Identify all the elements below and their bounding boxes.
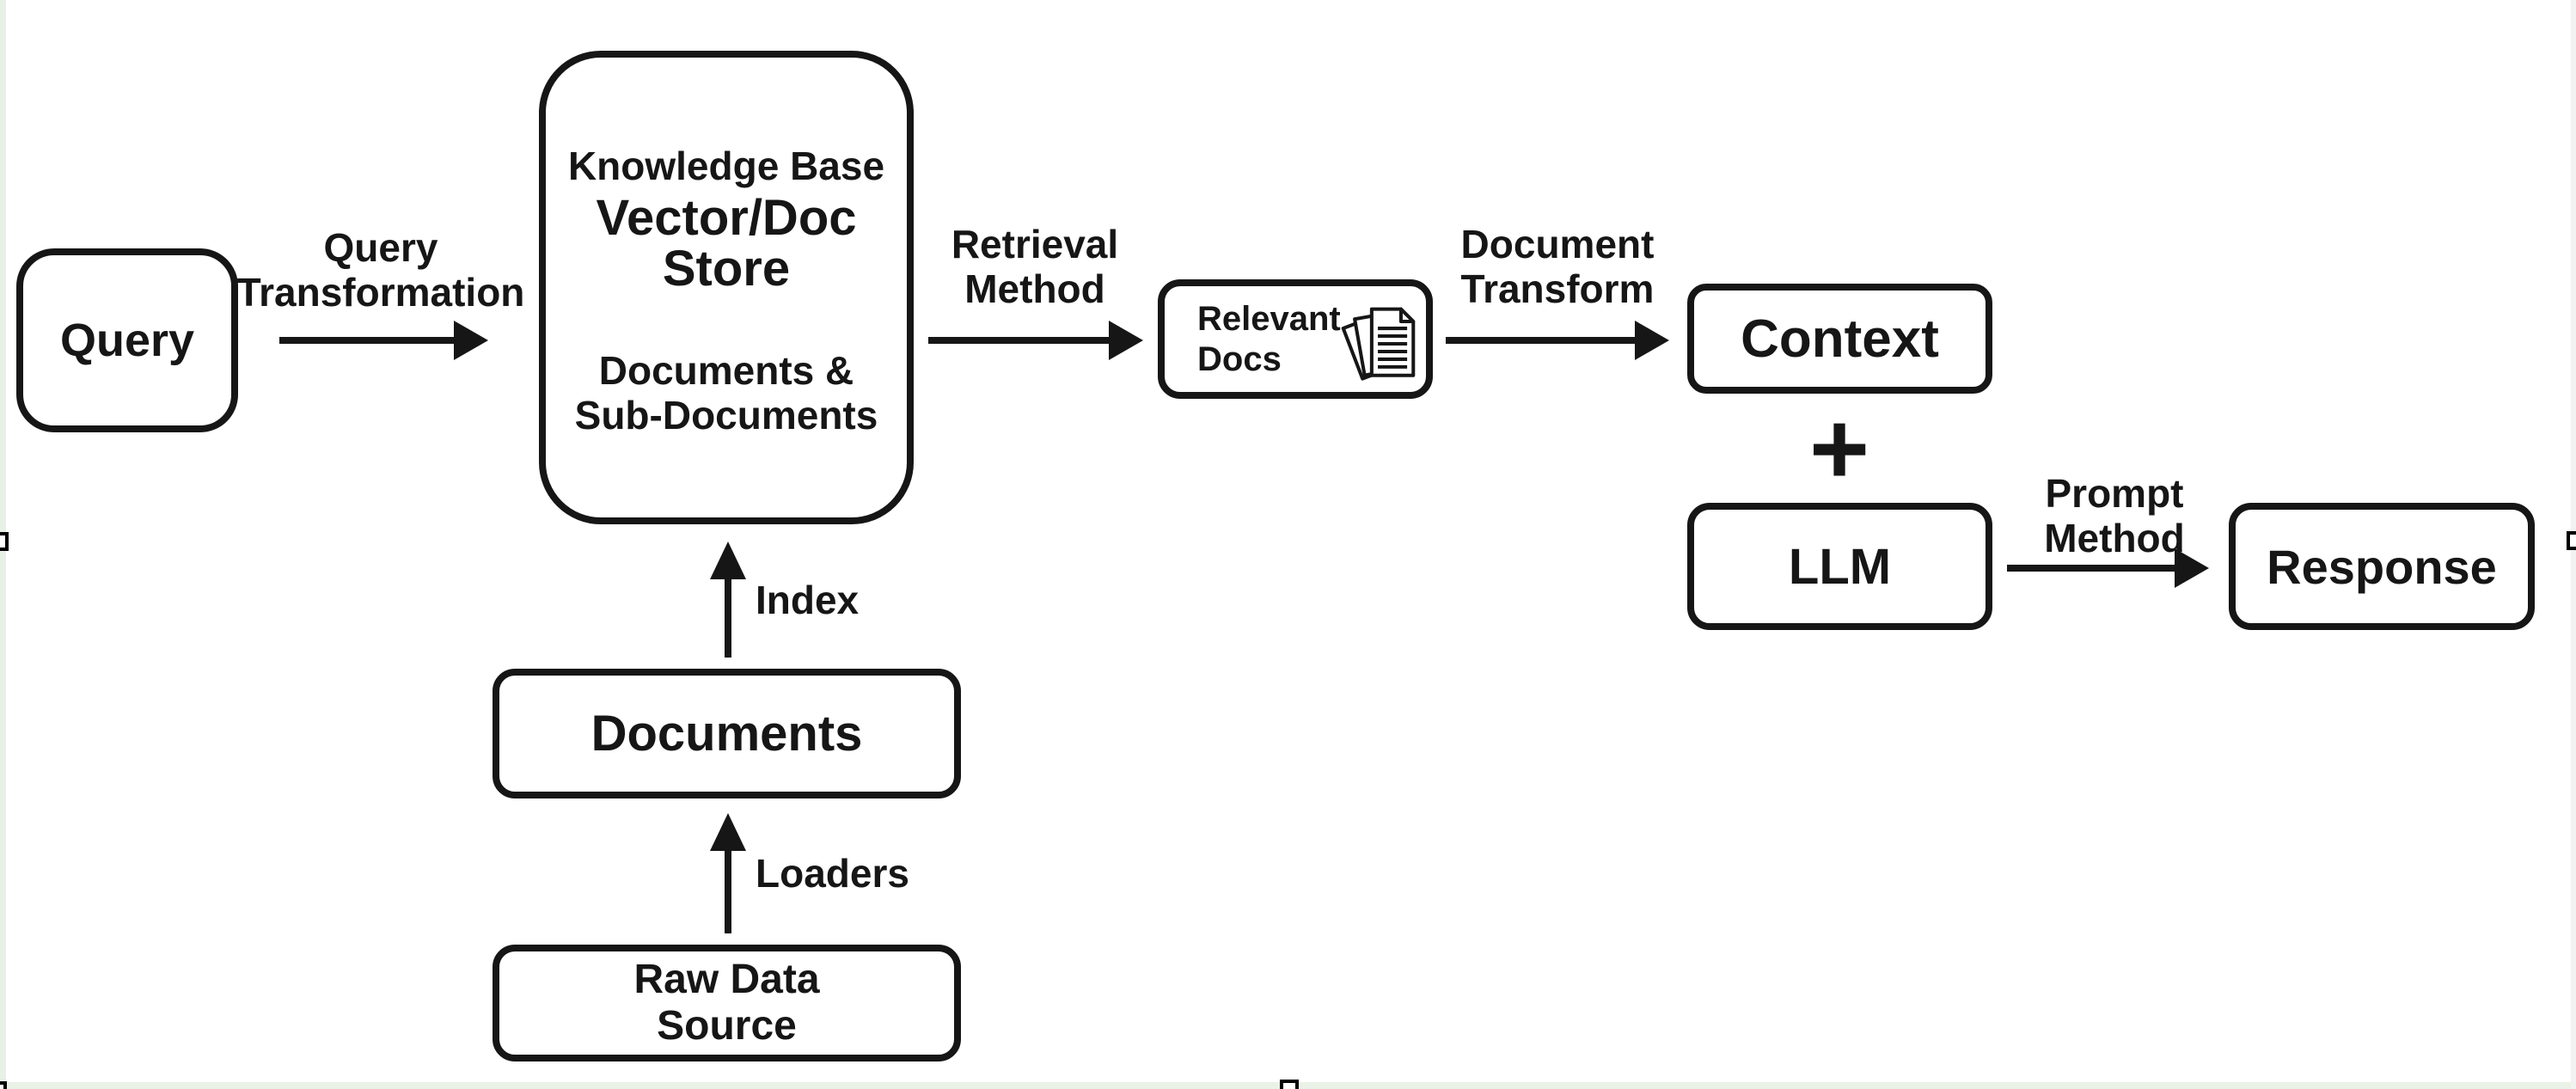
- edge-label-line: Method: [964, 266, 1105, 312]
- knowledge-base-body-line: Sub-Documents: [574, 393, 878, 438]
- edge-label-line: Loaders: [756, 851, 909, 896]
- selection-handle-left[interactable]: [0, 532, 9, 551]
- node-relevant-docs-line: Docs: [1197, 340, 1282, 378]
- node-raw-data-source-line: Source: [657, 1003, 797, 1049]
- arrow-shaft: [279, 337, 456, 344]
- node-raw-data-source-label: Raw Data Source: [633, 957, 819, 1049]
- arrowhead-up-icon: [710, 813, 746, 851]
- arrow-shaft: [1446, 337, 1637, 344]
- node-context-label: Context: [1741, 309, 1939, 369]
- edge-label-line: Index: [756, 578, 860, 622]
- edge-label-document-transform: Document Transform: [1394, 222, 1721, 312]
- node-knowledge-base: Knowledge Base Vector/Doc Store Document…: [539, 51, 914, 524]
- node-response-label: Response: [2267, 539, 2497, 594]
- edge-label-line: Transform: [1460, 266, 1655, 312]
- node-documents: Documents: [493, 669, 961, 798]
- plus-symbol: +: [1808, 391, 1870, 506]
- edge-label-line: Method: [2044, 516, 2185, 561]
- node-llm: LLM: [1687, 503, 1992, 630]
- node-llm-label: LLM: [1788, 538, 1892, 595]
- edge-label-index: Index: [756, 578, 859, 622]
- edge-label-line: Retrieval: [951, 222, 1119, 266]
- edge-label-line: Query: [323, 225, 438, 270]
- node-context: Context: [1687, 284, 1992, 394]
- arrow-shaft: [928, 337, 1111, 344]
- selection-handle-bottom[interactable]: [1280, 1080, 1299, 1089]
- arrowhead-right-icon: [2175, 548, 2209, 588]
- edge-label-loaders: Loaders: [756, 851, 909, 896]
- arrowhead-right-icon: [1109, 321, 1143, 360]
- edge-label-retrieval-method: Retrieval Method: [872, 222, 1198, 312]
- arrow-shaft: [2007, 565, 2176, 572]
- arrow-shaft: [725, 576, 731, 658]
- node-raw-data-source-line: Raw Data: [633, 957, 820, 1003]
- knowledge-base-body-line: Documents &: [598, 348, 854, 394]
- node-query-label: Query: [59, 315, 195, 366]
- documents-stack-icon: [1341, 307, 1416, 381]
- edge-label-line: Document: [1460, 222, 1655, 266]
- arrowhead-right-icon: [1635, 321, 1669, 360]
- edge-label-line: Transformation: [236, 270, 525, 315]
- node-raw-data-source: Raw Data Source: [493, 945, 961, 1061]
- node-query: Query: [16, 248, 238, 432]
- node-relevant-docs-line: Relevant: [1197, 300, 1341, 339]
- edge-label-line: Prompt: [2045, 471, 2184, 516]
- arrowhead-right-icon: [454, 321, 488, 360]
- node-response: Response: [2229, 503, 2535, 630]
- knowledge-base-subtitle-line: Vector/Doc: [596, 189, 857, 246]
- knowledge-base-title: Knowledge Base: [567, 144, 885, 188]
- knowledge-base-body: Documents & Sub-Documents: [568, 348, 884, 438]
- node-relevant-docs: Relevant Docs: [1158, 279, 1433, 399]
- knowledge-base-subtitle: Vector/Doc Store: [568, 193, 884, 294]
- arrow-shaft: [725, 847, 731, 933]
- arrowhead-up-icon: [710, 541, 746, 579]
- selection-handle-bottom-left[interactable]: [0, 1081, 7, 1089]
- node-documents-label: Documents: [590, 706, 863, 762]
- edge-label-query-transformation: Query Transformation: [213, 225, 548, 315]
- knowledge-base-subtitle-line: Store: [662, 241, 791, 297]
- edge-label-prompt-method: Prompt Method: [2016, 471, 2213, 561]
- node-relevant-docs-label: Relevant Docs: [1197, 299, 1341, 379]
- selection-handle-right[interactable]: [2567, 531, 2576, 550]
